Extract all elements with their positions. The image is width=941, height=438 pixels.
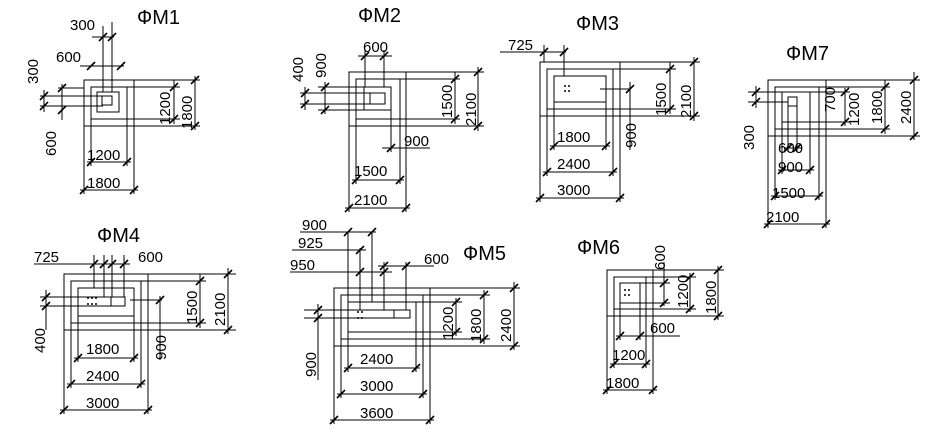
footing-fm4-socket — [110, 296, 126, 307]
fm5-dim-top-600: 600 — [424, 251, 449, 268]
fm2-dim-bottom-1500: 1500 — [354, 163, 387, 180]
fm4-dim-bottom-1800: 1800 — [86, 341, 119, 358]
footing-fm6: ФМ6 600 1200 1800 600 1200 1800 — [577, 237, 724, 395]
footing-fm7-title: ФМ7 — [786, 43, 829, 65]
fm1-dim-top-600: 600 — [56, 49, 81, 66]
fm6-anchor-bolts — [624, 289, 630, 296]
footing-fm7-column — [781, 91, 811, 123]
fm7-dim-right-1800: 1800 — [869, 91, 886, 124]
fm3-dim-right-900: 900 — [623, 123, 640, 148]
footing-fm3: ФМ3 725 1500 2100 900 1800 2400 3 — [500, 13, 700, 203]
fm1-dim-left-300: 300 — [25, 59, 42, 84]
footing-fm4-title: ФМ4 — [97, 225, 140, 247]
fm7-dim-right-1200: 1200 — [846, 93, 863, 126]
footing-fm2-column — [363, 86, 392, 111]
fm1-dim-right-1200: 1200 — [157, 92, 174, 125]
fm6-dim-right-1200: 1200 — [675, 275, 692, 308]
fm2-dim-right-900: 900 — [404, 133, 429, 150]
fm6-dim-bottom-1200: 1200 — [612, 347, 645, 364]
footing-fm3-title: ФМ3 — [576, 13, 619, 35]
fm1-dim-left-600: 600 — [43, 131, 60, 156]
fm4-anchor-bolts — [87, 297, 97, 305]
fm5-dim-bottom-3600: 3600 — [360, 405, 393, 422]
footing-fm2-title: ФМ2 — [358, 5, 401, 27]
footing-fm5-socket — [393, 309, 411, 319]
fm3-dim-bottom-1800: 1800 — [557, 129, 590, 146]
fm2-dim-top-600: 600 — [363, 39, 388, 56]
fm4-dim-top-725: 725 — [34, 249, 59, 266]
fm4-dim-left-400: 400 — [32, 328, 49, 353]
footing-fm2-socket — [369, 92, 386, 105]
fm4-dim-bottom-3000: 3000 — [86, 395, 119, 412]
footing-fm6-outer-step — [606, 269, 654, 317]
fm1-dim-bottom-1200: 1200 — [87, 147, 120, 164]
fm6-dim-right-600b: 600 — [650, 320, 675, 337]
fm5-dim-bottom-3000: 3000 — [360, 378, 393, 395]
footing-fm6-middle-step — [613, 276, 647, 310]
fm4-dim-right-2100: 2100 — [212, 293, 229, 326]
fm6-dim-right-1800: 1800 — [703, 281, 720, 314]
fm3-dim-right-2100: 2100 — [678, 85, 695, 118]
footing-fm6-title: ФМ6 — [577, 237, 620, 259]
footing-fm7: ФМ7 700 1200 1800 2400 300 600 900 — [741, 43, 920, 229]
fm2-dim-right-1500: 1500 — [439, 85, 456, 118]
fm5-dim-top-900: 900 — [302, 217, 327, 234]
footing-fm1-socket — [101, 95, 113, 106]
footing-fm1-column — [96, 91, 120, 113]
footing-fm1-outer-step — [83, 79, 135, 127]
fm2-dim-right-2100: 2100 — [463, 93, 480, 126]
fm1-dim-bottom-1800: 1800 — [87, 175, 120, 192]
fm7-dim-right-2400: 2400 — [898, 91, 915, 124]
fm1-dim-right-1800: 1800 — [179, 96, 196, 129]
footing-fm4-middle-step — [70, 280, 142, 324]
footing-fm5-title: ФМ5 — [463, 243, 506, 265]
fm7-dim-left-300: 300 — [741, 125, 758, 150]
footing-fm5: ФМ5 — [290, 217, 520, 425]
footing-fm2: ФМ2 600 400 900 1500 2100 900 1500 210 — [290, 5, 484, 213]
fm3-anchor-bolts — [564, 85, 570, 92]
fm4-dim-top-600: 600 — [138, 249, 163, 266]
fm7-dim-bottom-600: 600 — [778, 140, 803, 157]
footing-fm4: ФМ4 725 600 1500 — [32, 225, 236, 415]
footing-fm4-column — [77, 287, 135, 317]
footing-fm1-middle-step — [90, 86, 128, 120]
fm5-dim-right-2400: 2400 — [498, 309, 515, 342]
fm1-dim-top-300: 300 — [70, 17, 95, 34]
fm5-dim-top-925: 925 — [298, 235, 323, 252]
fm5-dim-bottom-2400: 2400 — [360, 351, 393, 368]
footing-fm2-middle-step — [355, 78, 401, 120]
fm3-dim-bottom-2400: 2400 — [557, 156, 590, 173]
footing-fm5-middle-step — [340, 294, 424, 340]
footing-fm4-outer-step — [63, 273, 149, 331]
fm2-dim-bottom-2100: 2100 — [354, 192, 387, 209]
footing-fm7-socket — [787, 96, 798, 107]
fm6-dim-bottom-1800: 1800 — [606, 375, 639, 392]
fm5-dim-right-1200: 1200 — [440, 307, 457, 340]
fm3-dim-top-725: 725 — [508, 37, 533, 54]
fm4-dim-right-1500: 1500 — [184, 291, 201, 324]
footing-fm3-column — [553, 75, 607, 103]
footing-fm5-column — [347, 301, 417, 333]
footing-fm1-title: ФМ1 — [137, 7, 180, 29]
footing-fm6-column — [619, 282, 641, 304]
footing-fm2-outer-step — [348, 71, 407, 127]
fm3-dim-right-1500: 1500 — [653, 83, 670, 116]
fm5-dim-top-950: 950 — [290, 257, 315, 274]
fm7-dim-bottom-2100: 2100 — [766, 209, 799, 226]
fm4-dim-right-900: 900 — [153, 335, 170, 360]
fm7-dim-bottom-1500: 1500 — [772, 185, 805, 202]
footing-fm5-outer-step — [333, 287, 431, 347]
fm6-dim-right-600: 600 — [652, 245, 669, 270]
fm2-dim-left-400: 400 — [290, 57, 307, 82]
fm3-dim-bottom-3000: 3000 — [557, 182, 590, 199]
fm7-dim-right-700: 700 — [822, 87, 839, 112]
fm5-dim-right-1800: 1800 — [468, 309, 485, 342]
fm7-dim-bottom-900: 900 — [778, 159, 803, 176]
fm2-dim-left-900: 900 — [313, 53, 330, 78]
footing-fm1: ФМ1 300 600 300 1200 1800 600 1200 — [25, 7, 200, 195]
fm5-dim-left-900: 900 — [303, 352, 320, 377]
fm4-dim-bottom-2400: 2400 — [86, 368, 119, 385]
